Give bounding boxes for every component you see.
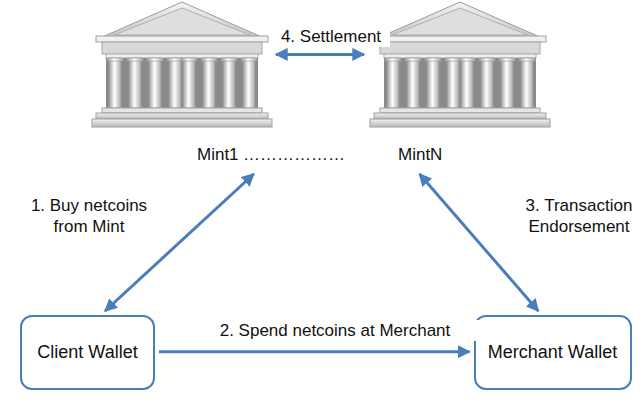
bank-building — [92, 2, 272, 127]
step-label: 2. Spend netcoins at Merchant — [185, 320, 485, 341]
mint-name: Mint1 — [197, 145, 239, 165]
wallet-box: Merchant Wallet — [474, 315, 632, 390]
mint-node: MintN — [368, 0, 552, 170]
mint-node: Mint1 — [90, 0, 272, 170]
ellipsis-dots: ……………… — [243, 145, 345, 165]
step-label: 3. Transaction Endorsement — [518, 195, 640, 238]
wallet-box: Client Wallet — [20, 315, 155, 390]
flow-arrow — [159, 350, 470, 353]
flow-arrow — [276, 53, 364, 56]
box-label: Merchant Wallet — [488, 342, 617, 364]
bank-building — [370, 2, 550, 127]
step-label: 4. Settlement — [272, 26, 390, 47]
box-label: Client Wallet — [37, 342, 137, 364]
mint-name: MintN — [398, 145, 442, 165]
step-label: 1. Buy netcoins from Mint — [14, 195, 164, 238]
